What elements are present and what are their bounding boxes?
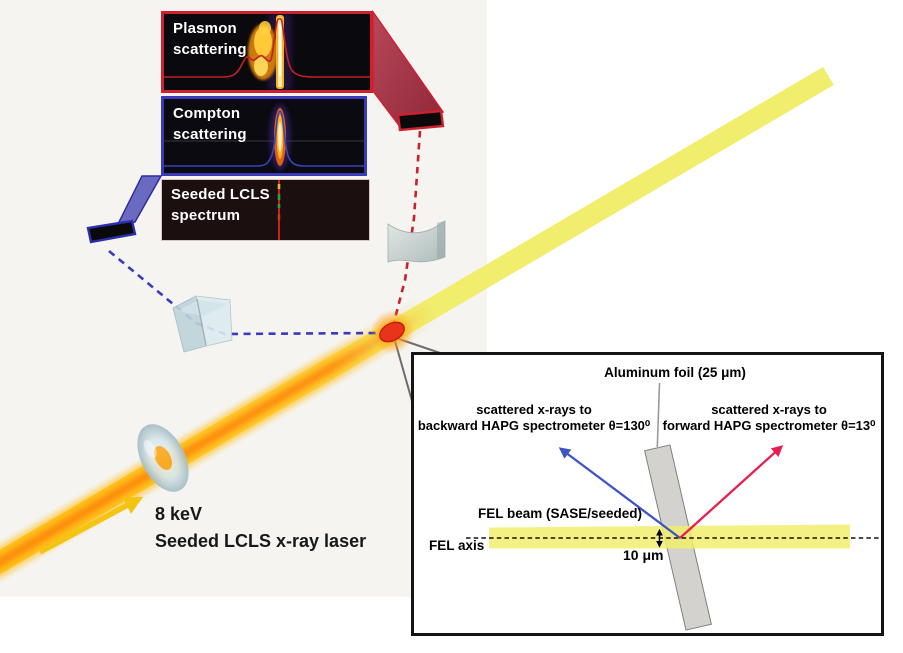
compton-lineout-curve [164,110,364,167]
compton-scattering-panel: Compton scattering [161,96,367,176]
fel-beam-label: FEL beam (SASE/seeded) [478,506,643,521]
inset-box: Aluminum foil (25 μm) scattered x-rays t… [411,352,884,636]
slit-detector-forward-icon [396,109,445,132]
forward-spectrometer-label: scattered x-rays to forward HAPG spectro… [662,402,876,433]
plasmon-lineout-curve [164,17,370,78]
slit-detector-backward-icon [86,219,137,244]
seeded-spectrum-image [277,180,281,240]
source-label: 8 keV Seeded LCLS x-ray laser [155,504,367,551]
crystal-analyzer-backward-icon [172,295,233,353]
plasmon-scattering-panel: Plasmon scattering [161,11,373,93]
foil-pointer-line [656,382,661,448]
focusing-lens-icon [137,424,189,492]
inset-title: Aluminum foil (25 μm) [604,365,746,380]
fel-beam-band [489,524,850,549]
forward-xray-dashed-path [391,130,422,327]
compton-spectrum-image [164,104,364,170]
backward-scatter-arrow-icon [558,447,681,539]
scattering-point-icon [370,310,414,354]
backward-funnel [114,175,163,230]
plasmon-panel-label: Plasmon scattering [173,20,247,59]
backward-xray-dashed-path [108,249,381,336]
backward-spectrometer-label: scattered x-rays to backward HAPG spectr… [417,402,651,433]
compton-panel-label: Compton scattering [173,105,247,144]
beam-glow [0,293,442,605]
forward-scatter-arrow-icon [679,445,784,539]
offset-label: 10 μm [623,547,664,563]
crystal-analyzer-forward-icon [387,220,446,263]
seeded-panel-label: Seeded LCLS spectrum [171,186,270,225]
fel-axis-label: FEL axis [429,538,485,553]
beam-direction-arrow-icon [38,496,144,555]
seeded-spectrum-panel: Seeded LCLS spectrum [161,179,370,241]
inset-graphics [466,382,881,631]
plasmon-spectrum-image [164,14,370,90]
